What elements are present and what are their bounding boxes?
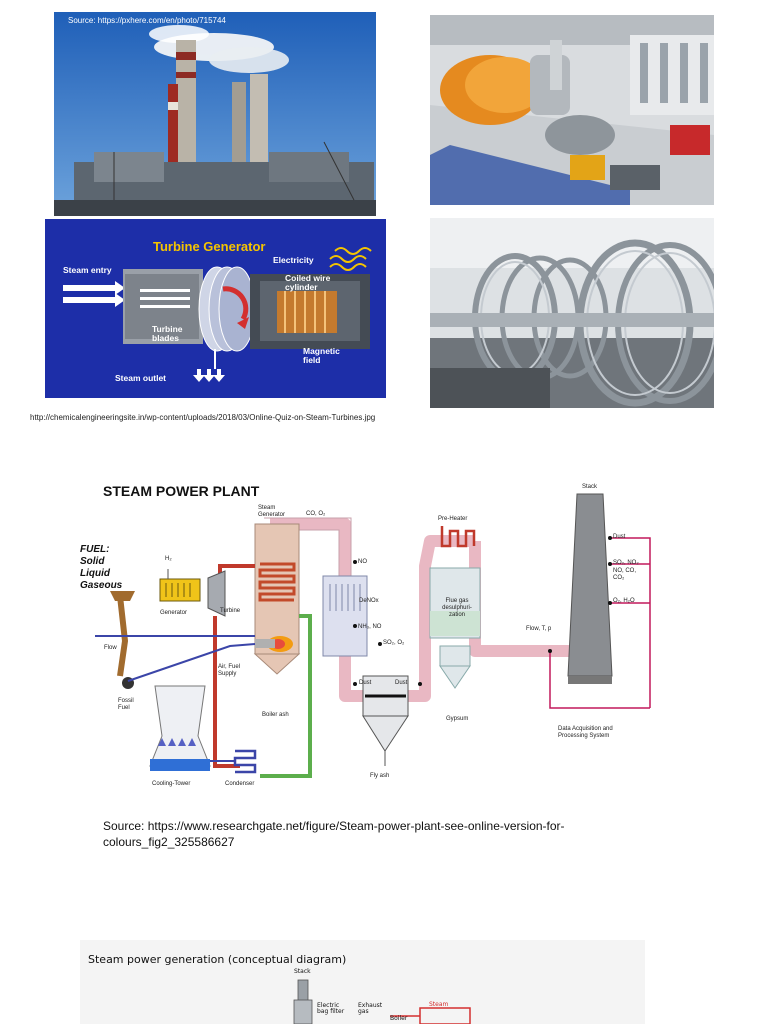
conceptual-label-boiler: Boiler [390,1015,408,1022]
label-stack: Stack [582,484,598,490]
turbine-rotor-photo [430,218,714,408]
turbine-generator-diagram: Turbine Generator Steam entry Electricit… [45,219,386,398]
fuel-solid: Solid [80,556,105,567]
label-fossil-fuel: Fossil Fuel [118,698,134,711]
label-h2: H₂ [165,556,172,562]
turbine-generator-title: Turbine Generator [153,239,266,254]
label-turbine-blades: Turbine blades [152,324,183,343]
label-daq: Data Acquisition and Processing System [558,726,613,739]
label-fly-ash: Fly ash [370,773,390,779]
label-co-o2: CO, O₂ [306,511,326,517]
label-pre-heater: Pre-Heater [438,516,468,522]
steam-power-plant-diagram: STEAM POWER PLANT FUEL: Solid Liquid Gas… [80,476,670,791]
label-dust-stack: Dust [613,534,626,540]
label-coiled-wire: Coiled wire cylinder [285,273,331,292]
label-steam-generator: Steam Generator [258,505,286,518]
label-dust-left: Dust [359,680,372,686]
label-magnetic-field: Magnetic field [303,346,340,365]
label-flue-gas: Flue gas desulphuri- zation [442,598,472,618]
fuel-list: FUEL: Solid Liquid Gaseous [80,544,122,592]
conceptual-title: Steam power generation (conceptual diagr… [88,953,347,966]
label-steam-entry: Steam entry [63,265,112,275]
label-steam-outlet: Steam outlet [115,373,167,383]
turbine-hall-photo [430,15,714,205]
label-no: NO [358,559,367,565]
plant-source-text: Source: https://www.researchgate.net/fig… [103,819,565,849]
conceptual-diagram: Steam power generation (conceptual diagr… [80,940,645,1024]
steam-power-plant-title: STEAM POWER PLANT [103,483,260,499]
label-electricity: Electricity [273,255,314,265]
label-boiler-ash: Boiler ash [262,712,289,718]
power-station-photo: Source: https://pxhere.com/en/photo/7157… [54,12,376,216]
label-o2-h2o: O₂, H₂O [613,598,635,604]
label-flow-tp: Flow, T, p [526,626,552,632]
label-generator: Generator [160,610,188,616]
photo-source-label: Source: https://pxhere.com/en/photo/7157… [68,16,226,25]
label-dust-mid: Dust [395,680,408,686]
label-so2-o2: SO₂, O₂ [383,640,405,646]
label-nh3-no: NH₃, NO [358,624,382,630]
fuel-heading: FUEL: [80,544,110,555]
turbine-image-caption: http://chemicalengineeringsite.in/wp-con… [30,413,376,422]
conceptual-label-bag-filter: Electric bag filter [317,1002,345,1015]
label-flow-left: Flow [104,645,117,651]
label-air-fuel: Air, Fuel Supply [218,664,241,677]
conceptual-label-exhaust: Exhaust gas [358,1002,383,1015]
label-so2-nox: SO₂, NO₂ [613,560,639,566]
label-turbine: Turbine [220,608,241,614]
label-gypsum: Gypsum [446,716,469,722]
label-condenser: Condenser [225,781,255,787]
label-denox: DeNOx [359,598,379,604]
fuel-gaseous: Gaseous [80,580,123,591]
conceptual-label-stack: Stack [294,968,311,975]
label-cooling-tower: Cooling-Tower [152,781,191,787]
label-no-co: NO, CO, CO₂ [613,568,637,581]
fuel-liquid: Liquid [80,568,110,579]
conceptual-label-steam: Steam [429,1001,449,1008]
